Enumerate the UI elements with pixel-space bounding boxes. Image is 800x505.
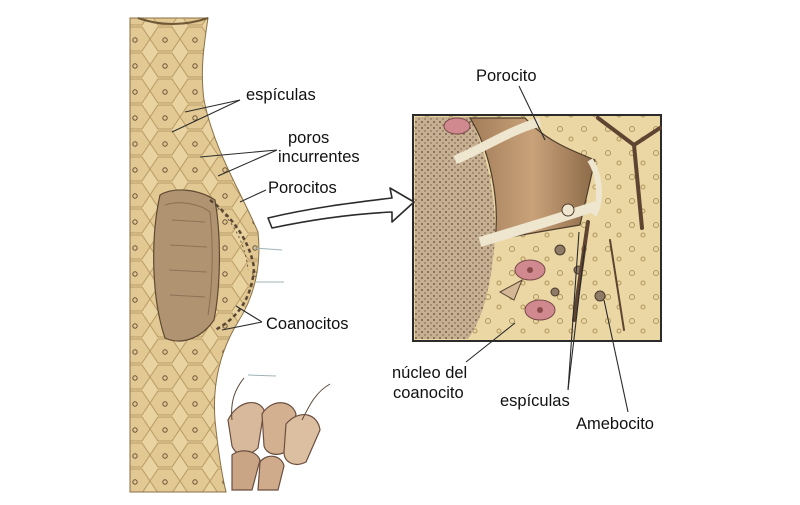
label-coanocitos: Coanocitos	[266, 315, 349, 333]
label-poros-line2: incurrentes	[278, 148, 360, 166]
leader-lines-left	[171, 99, 278, 331]
magnified-panel	[412, 114, 662, 342]
choanocyte-cells	[227, 377, 331, 491]
label-espiculas-left: espículas	[246, 86, 316, 104]
magnify-arrow	[267, 187, 415, 229]
spongocoel-cavity	[153, 189, 221, 342]
label-amebocito: Amebocito	[576, 415, 654, 433]
label-nucleo-line2: coanocito	[393, 384, 464, 402]
label-espiculas-right: espículas	[500, 392, 570, 410]
label-poros-line1: poros	[288, 129, 329, 147]
label-nucleo-line1: núcleo del	[392, 364, 467, 382]
leader-lines-right	[465, 85, 629, 413]
label-porocitos: Porocitos	[268, 179, 337, 197]
label-porocito: Porocito	[476, 67, 537, 85]
choanocyte-layer	[209, 199, 284, 377]
